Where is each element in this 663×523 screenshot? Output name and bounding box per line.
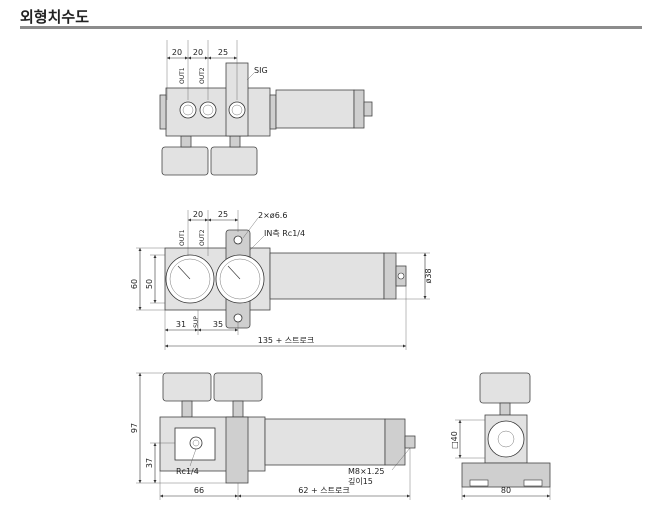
port-sig-inner	[231, 104, 243, 116]
thread-label: M8×1.25	[348, 467, 385, 476]
top-dim-2: 20	[193, 48, 203, 57]
port-sig-icon	[228, 101, 246, 119]
end-square: □40	[450, 431, 459, 449]
mount-hole-top	[233, 235, 243, 245]
front-height-inner: 50	[145, 279, 154, 289]
side-view: 97 37 Rc1/4 M8×1.25 깊이15 66 62 + 스트로크	[130, 372, 416, 500]
side-width-body: 66	[194, 486, 204, 495]
gauge-top-2	[210, 146, 258, 176]
port-out2-inner	[202, 104, 214, 116]
sig-label: SIG	[254, 66, 268, 75]
cylinder	[275, 89, 355, 129]
page-title: 외형치수도	[20, 8, 90, 26]
mount-hole-bottom	[233, 313, 243, 323]
title-rule	[20, 26, 642, 29]
side-port-label: Rc1/4	[176, 467, 199, 476]
top-port-out2-label: OUT2	[199, 67, 206, 84]
end-width: 80	[501, 486, 511, 495]
side-gauge-stem-1	[181, 400, 193, 418]
sup-label: SUP	[193, 316, 200, 328]
side-gauge-stem-2	[232, 400, 244, 418]
gauge-stem-1	[180, 135, 192, 148]
body-right-cap	[269, 94, 277, 130]
side-port-icon	[189, 436, 203, 450]
body-left-cap	[159, 94, 167, 130]
port-out1-inner	[182, 104, 194, 116]
front-diameter: ø38	[424, 268, 433, 283]
front-port-out1-label: OUT1	[179, 229, 186, 246]
top-dim-1: 20	[172, 48, 182, 57]
top-port-out1-label: OUT1	[179, 67, 186, 84]
mount-hole-label: 2×ø6.6	[258, 211, 287, 220]
front-cylinder	[269, 252, 385, 300]
gauge-top-1	[161, 146, 209, 176]
side-height-lower: 37	[145, 458, 154, 468]
side-gauge-1	[162, 372, 212, 402]
side-gauge-2	[213, 372, 263, 402]
gauge-stem-2	[229, 135, 241, 148]
side-width-rod: 62 + 스트로크	[298, 486, 349, 495]
front-top-dim-2: 25	[218, 210, 228, 219]
cylinder-rod-end	[363, 101, 373, 117]
front-bottom-dim-2: 35	[213, 320, 223, 329]
top-view: 20 20 25 OUT1 OUT2 SIG	[159, 40, 373, 176]
end-gauge	[479, 372, 531, 404]
side-block	[225, 416, 249, 484]
port-out2-icon	[199, 101, 217, 119]
depth-label: 깊이15	[348, 476, 373, 486]
front-top-dim-1: 20	[193, 210, 203, 219]
end-cylinder-face	[487, 420, 525, 458]
cylinder-cap	[353, 89, 365, 129]
front-cylinder-cap	[383, 252, 397, 300]
front-height-total: 60	[130, 279, 139, 289]
front-length: 135 + 스트로크	[258, 336, 315, 345]
end-view: □40 80	[450, 372, 551, 500]
front-bottom-dim-1: 31	[176, 320, 186, 329]
end-gauge-stem	[499, 402, 511, 416]
front-view: 20 25 OUT1 OUT2 2×ø6.6 IN측 Rc1/4 60 50 ø…	[130, 210, 433, 350]
in-port-label: IN측 Rc1/4	[264, 229, 305, 238]
side-cylinder	[264, 418, 386, 466]
side-height-total: 97	[130, 423, 139, 433]
front-port-out2-label: OUT2	[199, 229, 206, 246]
port-out1-icon	[179, 101, 197, 119]
top-dim-3: 25	[218, 48, 228, 57]
side-rod-end	[404, 435, 416, 449]
side-cylinder-cap	[384, 418, 406, 466]
